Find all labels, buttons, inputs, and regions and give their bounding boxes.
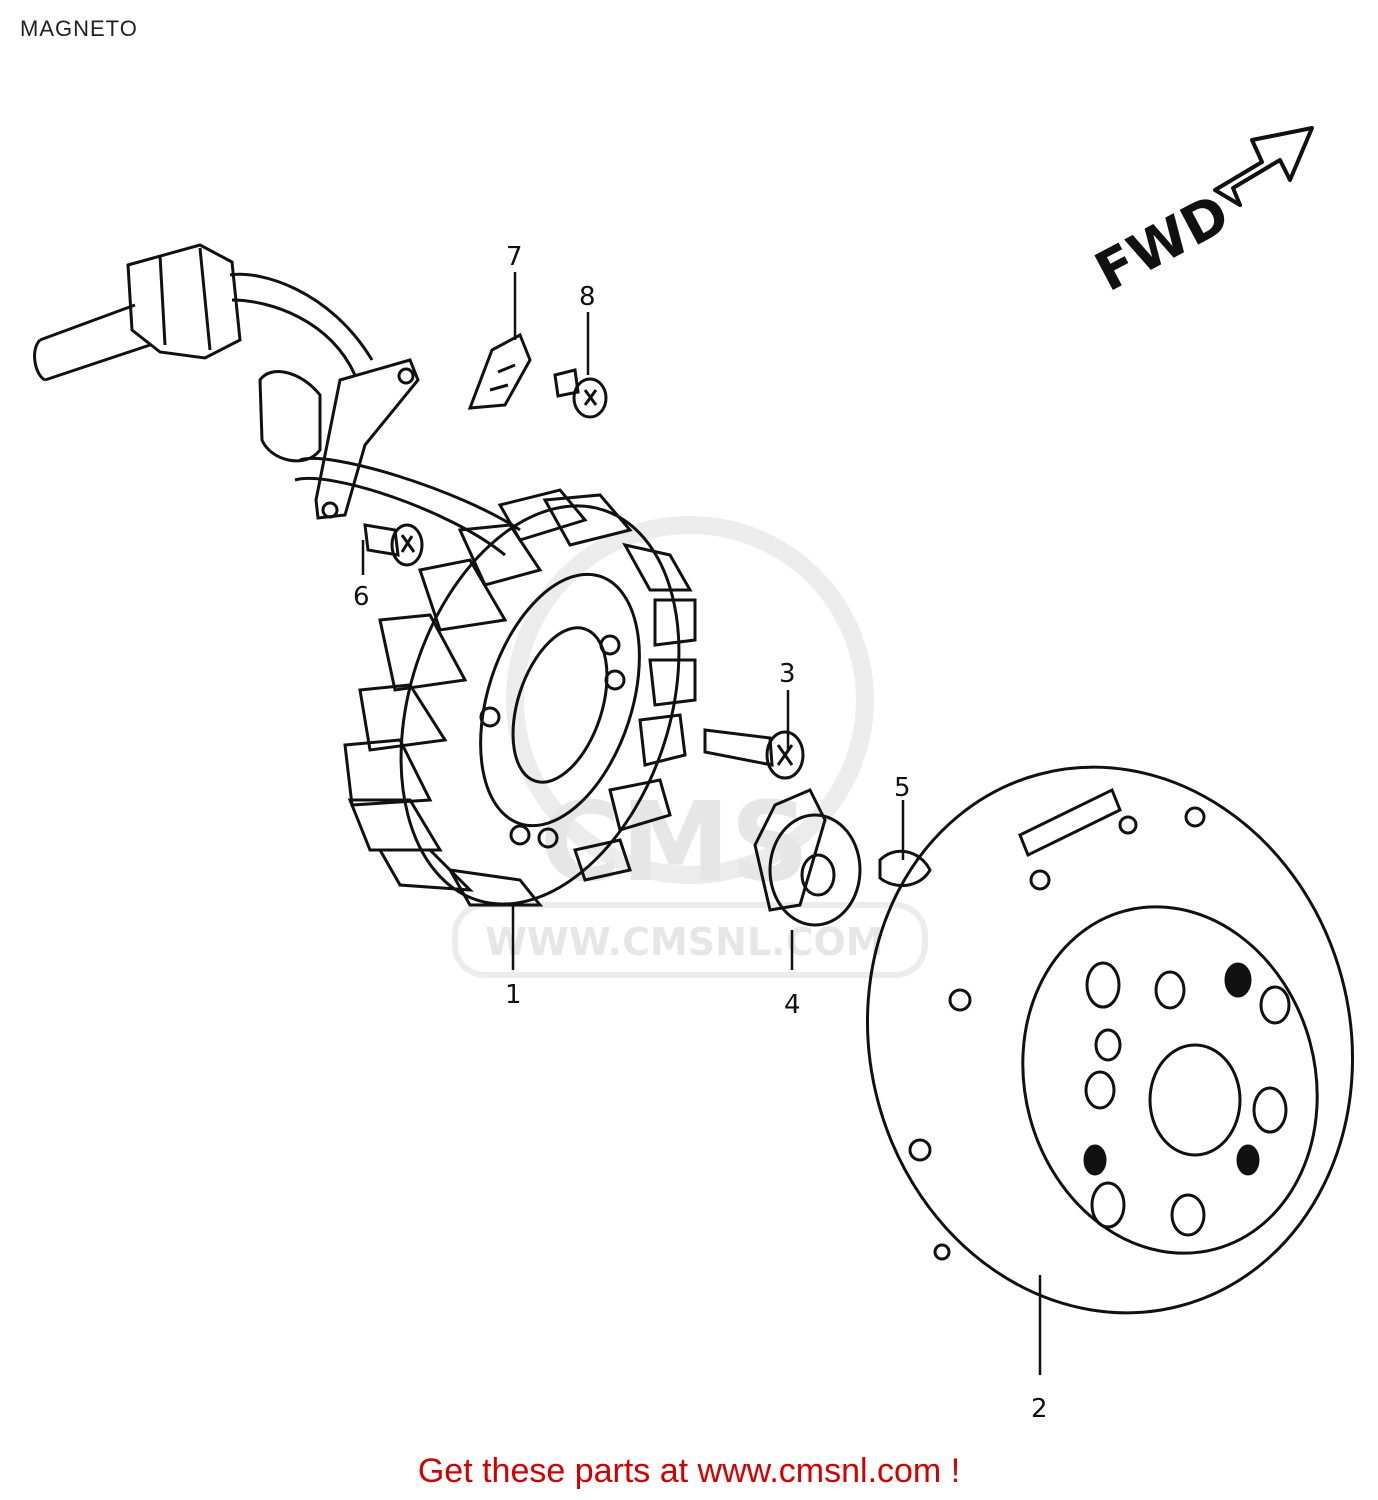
callout-8: 8 xyxy=(579,282,596,312)
callout-3: 3 xyxy=(779,659,796,689)
part-4-nut xyxy=(753,788,862,927)
callout-2: 2 xyxy=(1031,1394,1048,1424)
watermark-url-text: WWW.CMSNL.COM xyxy=(485,920,884,964)
forward-arrow-icon xyxy=(1213,126,1314,207)
callout-6: 6 xyxy=(353,582,370,612)
part-3-bolt xyxy=(703,728,805,780)
watermark: CMS WWW.CMSNL.COM xyxy=(452,516,928,978)
part-6-screw xyxy=(363,523,424,567)
harness-plate xyxy=(314,358,420,520)
connector-icon xyxy=(126,243,242,360)
wiring-harness xyxy=(33,243,521,557)
part-7-clamp xyxy=(467,332,532,410)
watermark-logo-text: CMS xyxy=(540,778,809,906)
callout-labels: 1 2 3 4 5 6 7 8 xyxy=(353,242,1048,1424)
part-8-screw xyxy=(553,368,608,419)
fwd-label: FWD xyxy=(1085,182,1239,304)
footer-promo-link[interactable]: Get these parts at www.cmsnl.com ! xyxy=(417,1452,961,1490)
callout-1: 1 xyxy=(505,980,522,1010)
page-title: MAGNETO xyxy=(20,16,138,41)
part-5-key xyxy=(878,849,932,888)
part-1-stator xyxy=(343,488,697,907)
part-2-rotor xyxy=(865,765,1355,1315)
callout-4: 4 xyxy=(784,990,801,1020)
callout-7: 7 xyxy=(506,242,523,272)
callout-leaders xyxy=(361,272,1042,1375)
forward-direction-indicator: FWD xyxy=(1085,126,1314,304)
callout-5: 5 xyxy=(894,773,911,803)
